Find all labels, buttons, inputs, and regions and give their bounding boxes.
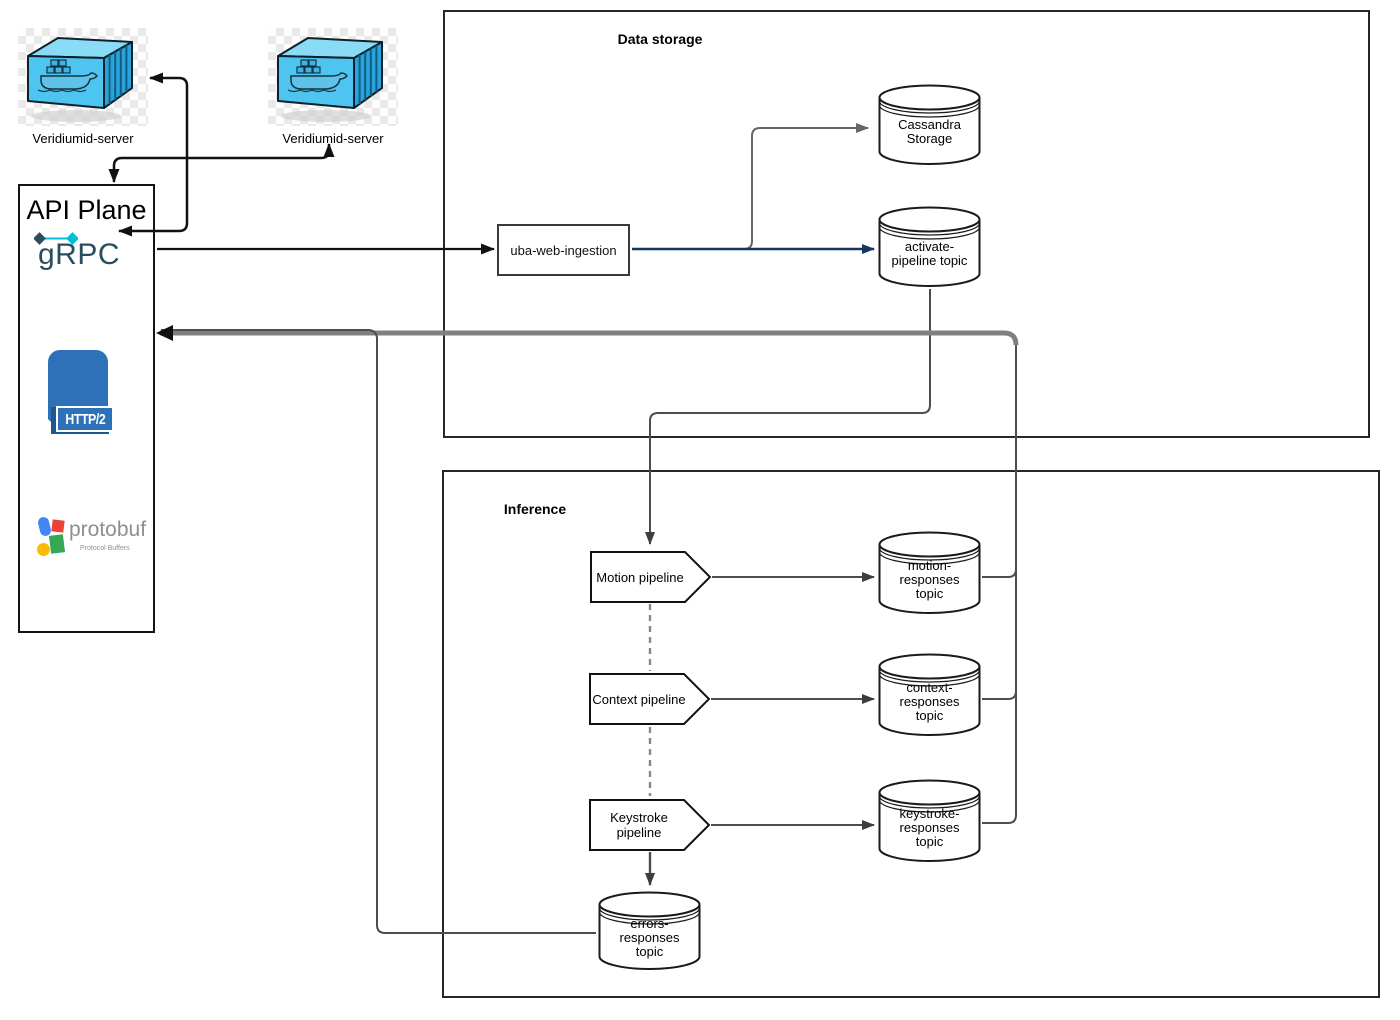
api-plane-box: API Plane gRPC HTTP/2 protobuf Protocol …	[18, 184, 155, 633]
uba-web-ingestion-label: uba-web-ingestion	[510, 242, 617, 258]
http2-label: HTTP/2	[65, 410, 105, 428]
edge-apiplane-docker-right	[108, 143, 335, 183]
protobuf-icon-yellow	[37, 543, 50, 556]
motion-pipeline-node: Motion pipeline	[590, 551, 711, 603]
context-responses-topic-label: context- responses topic	[899, 679, 960, 724]
errors-responses-topic-cylinder: errors- responses topic	[598, 891, 701, 971]
docker-container-image-right	[268, 28, 398, 126]
protobuf-wordmark: protobuf	[69, 518, 147, 541]
data-storage-title: Data storage	[617, 31, 703, 47]
context-pipeline-label: Context pipeline	[592, 691, 686, 707]
protobuf-sublabel: Protocol Buffers	[80, 545, 130, 552]
activate-pipeline-topic-label: activate- pipeline topic	[891, 238, 968, 268]
protobuf-logo: protobuf Protocol Buffers	[34, 515, 150, 568]
docker-whale-icon	[37, 59, 98, 93]
motion-responses-topic-cylinder: motion- responses topic	[878, 531, 981, 615]
context-pipeline-node: Context pipeline	[589, 673, 710, 725]
docker-container-icon	[27, 37, 133, 122]
context-responses-topic-cylinder: context- responses topic	[878, 653, 981, 737]
docker-right-label: Veridiumid-server	[282, 131, 384, 146]
docker-container-icon	[277, 37, 383, 122]
inference-title: Inference	[503, 501, 567, 517]
http2-icon-band: HTTP/2	[56, 406, 114, 432]
grpc-logo: gRPC	[33, 232, 134, 282]
http2-icon: HTTP/2	[48, 350, 114, 442]
grpc-wordmark: gRPC	[38, 238, 121, 271]
keystroke-responses-topic-label: keystroke- responses topic	[899, 805, 960, 850]
errors-responses-topic-label: errors- responses topic	[619, 915, 680, 960]
motion-responses-topic-label: motion- responses topic	[899, 557, 960, 602]
return-arrowhead	[156, 325, 173, 341]
activate-pipeline-topic-cylinder: activate- pipeline topic	[878, 206, 981, 288]
api-plane-title: API Plane	[26, 195, 147, 225]
protobuf-icon-red	[51, 519, 65, 533]
keystroke-responses-topic-cylinder: keystroke- responses topic	[878, 779, 981, 863]
cassandra-storage-cylinder: Cassandra Storage	[878, 84, 981, 166]
uba-web-ingestion-node: uba-web-ingestion	[497, 224, 630, 276]
keystroke-pipeline-node: Keystroke pipeline	[589, 799, 710, 851]
motion-pipeline-label: Motion pipeline	[596, 569, 684, 585]
docker-container-image-left	[18, 28, 148, 126]
protobuf-icon-blue	[36, 515, 53, 538]
keystroke-pipeline-label: Keystroke pipeline	[610, 810, 668, 840]
grpc-arrows-icon	[33, 232, 79, 245]
cassandra-storage-label: Cassandra Storage	[898, 116, 961, 146]
protobuf-icon-green	[48, 534, 66, 554]
docker-whale-icon	[287, 59, 348, 93]
docker-left-label: Veridiumid-server	[32, 131, 134, 146]
